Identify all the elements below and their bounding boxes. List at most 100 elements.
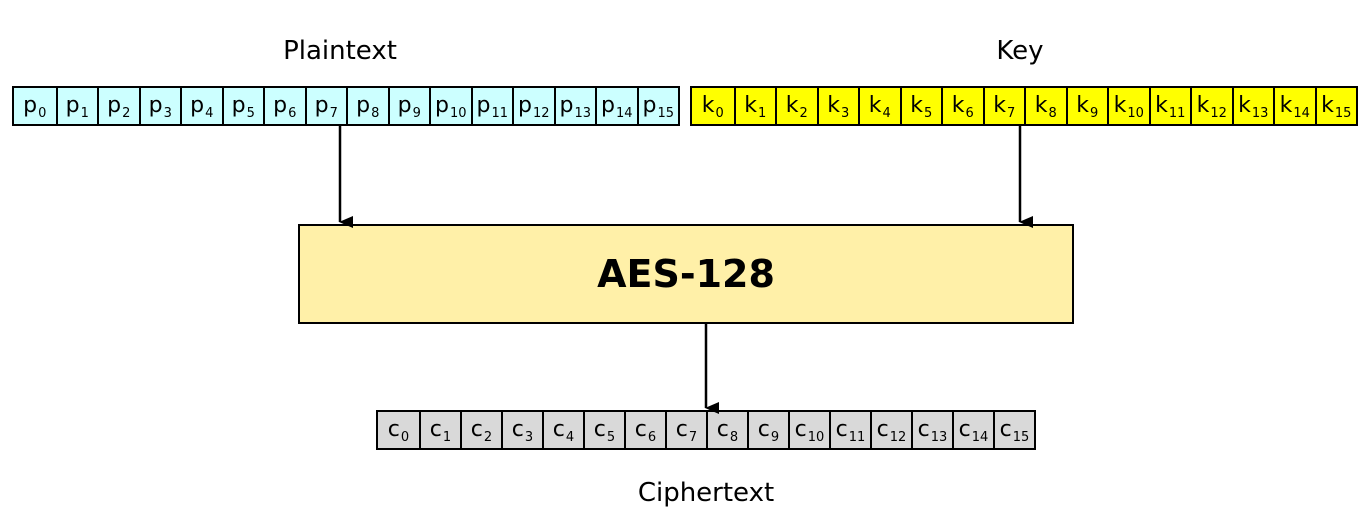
ciphertext-byte-index: 7 — [688, 429, 698, 445]
ciphertext-byte-symbol: c — [634, 417, 647, 442]
key-byte-index: 2 — [799, 105, 808, 121]
plaintext-byte-symbol: p — [65, 93, 80, 118]
plaintext-byte-index: 0 — [38, 105, 47, 121]
key-byte-symbol: k — [785, 93, 799, 118]
key-title: Key — [996, 36, 1044, 66]
ciphertext-byte-index: 4 — [565, 429, 575, 445]
plaintext-byte-symbol: p — [600, 93, 615, 118]
plaintext-byte-symbol: p — [397, 93, 412, 118]
ciphertext-byte-index: 14 — [971, 429, 989, 445]
key-byte-index: 14 — [1293, 105, 1310, 121]
plaintext-byte-symbol: p — [434, 93, 449, 118]
ciphertext-byte-symbol: c — [470, 417, 483, 442]
ciphertext-byte-symbol: c — [429, 417, 442, 442]
ciphertext-byte-index: 0 — [400, 429, 410, 445]
ciphertext-byte-symbol: c — [387, 417, 400, 442]
plaintext-byte-symbol: p — [107, 93, 122, 118]
plaintext-byte-symbol: p — [356, 93, 371, 118]
ciphertext-byte-symbol: c — [999, 417, 1012, 442]
ciphertext-byte-symbol: c — [675, 417, 688, 442]
plaintext-byte-symbol: p — [23, 93, 38, 118]
plaintext-byte-symbol: p — [190, 93, 205, 118]
ciphertext-byte-index: 1 — [442, 429, 452, 445]
ciphertext-byte-index: 10 — [807, 429, 825, 445]
aes-128-block: AES-128 — [298, 224, 1074, 324]
key-byte-symbol: k — [951, 93, 965, 118]
key-byte-index: 7 — [1006, 105, 1016, 121]
ciphertext-byte-symbol: c — [716, 417, 729, 442]
key-byte-index: 11 — [1168, 105, 1186, 121]
key-byte-index: 4 — [882, 105, 891, 121]
ciphertext-byte-index: 8 — [729, 429, 739, 445]
key-byte-index: 12 — [1210, 105, 1227, 121]
ciphertext-byte-symbol: c — [511, 417, 524, 442]
key-byte-index: 13 — [1251, 105, 1269, 121]
plaintext-byte-index: 13 — [574, 105, 591, 121]
ciphertext-byte-symbol: c — [958, 417, 971, 442]
ciphertext-byte-index: 15 — [1012, 429, 1030, 445]
key-byte-symbol: k — [993, 93, 1006, 118]
key-byte-symbol: k — [1321, 93, 1334, 118]
ciphertext-byte-index: 5 — [606, 429, 616, 445]
ciphertext-byte-index: 13 — [930, 429, 948, 445]
key-byte-symbol: k — [1155, 93, 1168, 118]
plaintext-byte-symbol: p — [148, 93, 163, 118]
key-byte-index: 3 — [840, 105, 850, 121]
key-byte-index: 0 — [715, 105, 724, 121]
key-byte-symbol: k — [1076, 93, 1089, 118]
key-byte-index: 1 — [757, 105, 767, 121]
ciphertext-byte-index: 3 — [524, 429, 534, 445]
key-byte-symbol: k — [910, 93, 923, 118]
plaintext-byte-index: 3 — [163, 105, 172, 121]
key-byte-symbol: k — [868, 93, 882, 118]
plaintext-byte-index: 14 — [615, 105, 633, 121]
key-byte-symbol: k — [1279, 93, 1293, 118]
plaintext-byte-index: 10 — [449, 105, 467, 121]
ciphertext-byte-symbol: c — [552, 417, 565, 442]
ciphertext-byte-symbol: c — [794, 417, 807, 442]
plaintext-byte-symbol: p — [476, 93, 491, 118]
plaintext-byte-index: 9 — [412, 105, 421, 121]
plaintext-byte-index: 11 — [491, 105, 508, 121]
plaintext-byte-symbol: p — [642, 93, 657, 118]
key-byte-symbol: k — [744, 93, 757, 118]
ciphertext-byte-symbol: c — [835, 417, 848, 442]
plaintext-byte-symbol: p — [231, 93, 246, 118]
ciphertext-byte-index: 11 — [848, 429, 866, 445]
key-byte-index: 15 — [1334, 105, 1352, 121]
